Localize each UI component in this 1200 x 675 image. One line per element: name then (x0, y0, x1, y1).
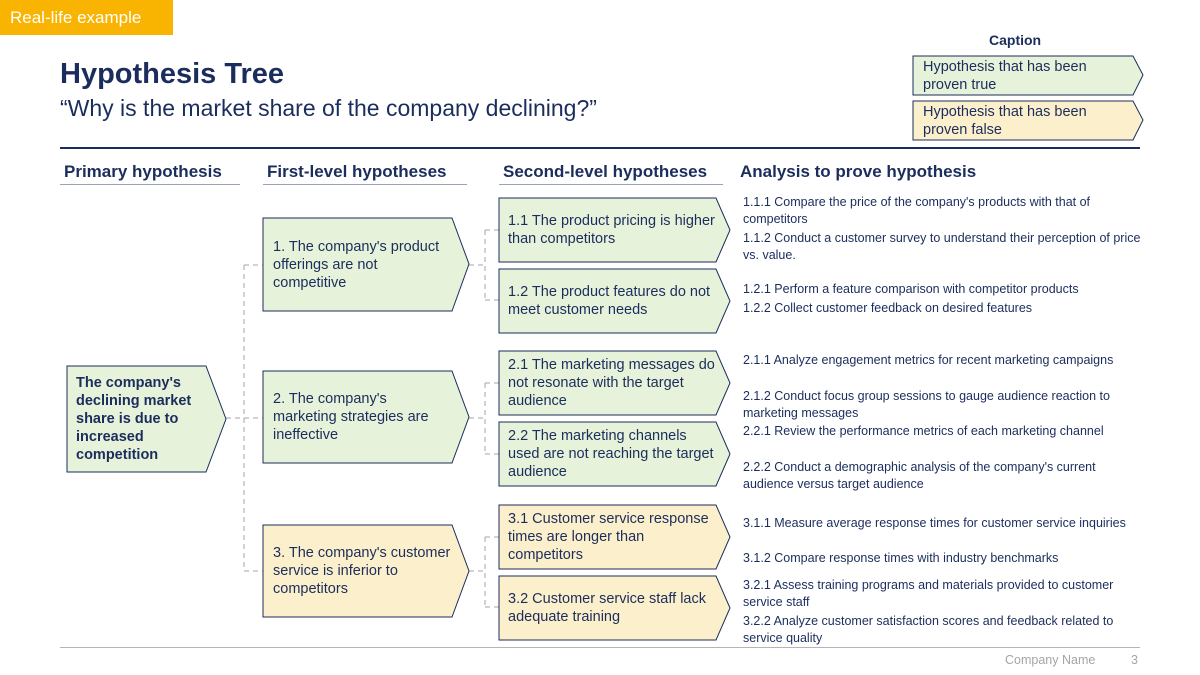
column-underline-second-level (499, 184, 723, 185)
second-level-hypothesis-2-1: 2.1 The marketing messages do not resona… (508, 357, 715, 409)
second-level-hypothesis-3-1: 3.1 Customer service response times are … (508, 511, 709, 563)
second-level-hypothesis-1-1: 1.1 The product pricing is higher than c… (508, 213, 715, 247)
column-header-analysis: Analysis to prove hypothesis (740, 162, 977, 181)
first-level-hypothesis-1: 1. The company's product offerings are n… (273, 238, 440, 291)
legend-true-label: Hypothesis that has been proven true (923, 58, 1087, 93)
analysis-item-2-2-1: 2.2.1 Review the performance metrics of … (743, 424, 1104, 438)
analysis-item-2-1-2: 2.1.2 Conduct focus group sessions to ga… (743, 389, 1110, 420)
header-divider (60, 147, 1140, 149)
analysis-item-2-2-2: 2.2.2 Conduct a demographic analysis of … (743, 460, 1096, 491)
first-level-hypothesis-2: 2. The company's marketing strategies ar… (273, 391, 429, 443)
page-title: Hypothesis Tree (60, 58, 285, 90)
footer-page-number: 3 (1131, 653, 1138, 667)
legend-false-label: Hypothesis that has been proven false (923, 103, 1087, 138)
legend-heading: Caption (989, 32, 1042, 48)
column-underline-primary (60, 184, 240, 185)
column-header-primary: Primary hypothesis (64, 162, 222, 181)
second-level-hypothesis-1-2: 1.2 The product features do not meet cus… (508, 284, 711, 318)
page-subtitle: “Why is the market share of the company … (60, 95, 597, 121)
column-header-second-level: Second-level hypotheses (503, 162, 708, 181)
analysis-item-3-1-2: 3.1.2 Compare response times with indust… (743, 551, 1059, 565)
column-header-first-level: First-level hypotheses (267, 162, 447, 181)
primary-hypothesis: The company's declining market share is … (76, 375, 192, 463)
analysis-item-3-1-1: 3.1.1 Measure average response times for… (743, 516, 1126, 530)
analysis-item-1-1-1: 1.1.1 Compare the price of the company's… (743, 195, 1091, 226)
footer-divider (60, 647, 1140, 648)
footer-company-name: Company Name (1005, 653, 1096, 667)
first-level-hypothesis-3: 3. The company's customer service is inf… (273, 545, 451, 597)
analysis-item-1-2-1: 1.2.1 Perform a feature comparison with … (743, 282, 1079, 296)
second-level-hypothesis-3-2: 3.2 Customer service staff lack adequate… (508, 591, 706, 625)
second-level-hypothesis-2-2: 2.2 The marketing channels used are not … (508, 428, 714, 480)
analysis-item-2-1-1: 2.1.1 Analyze engagement metrics for rec… (743, 353, 1114, 367)
analysis-item-1-1-2: 1.1.2 Conduct a customer survey to under… (743, 231, 1141, 262)
real-life-example-tag: Real-life example (0, 0, 173, 35)
analysis-item-3-2-2: 3.2.2 Analyze customer satisfaction scor… (743, 614, 1114, 645)
analysis-item-1-2-2: 1.2.2 Collect customer feedback on desir… (743, 301, 1033, 315)
column-underline-first-level (263, 184, 467, 185)
analysis-item-3-2-1: 3.2.1 Assess training programs and mater… (743, 578, 1114, 609)
